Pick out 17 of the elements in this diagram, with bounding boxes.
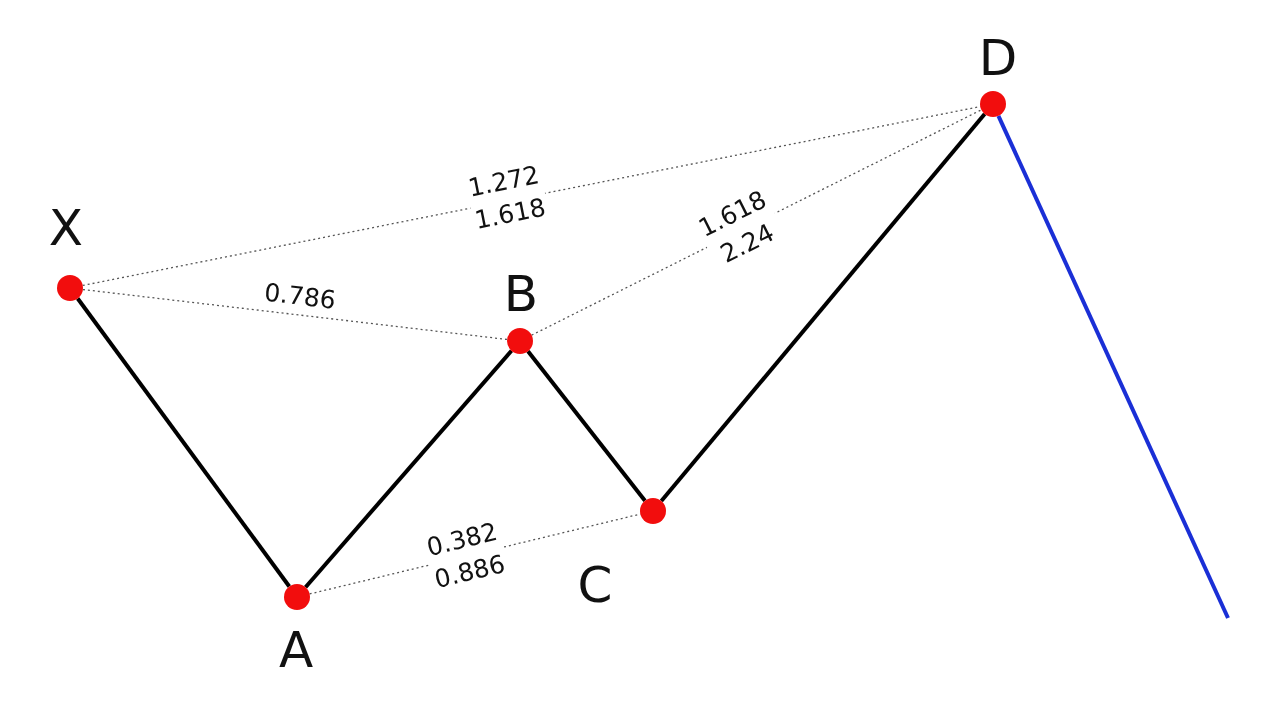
price-line <box>304 349 513 589</box>
pivot-point <box>507 328 533 354</box>
point-label: A <box>278 625 314 675</box>
price-line <box>996 115 1230 619</box>
pivot-point <box>284 584 310 610</box>
pivot-point <box>640 498 666 524</box>
pivot-point <box>980 91 1006 117</box>
pivot-point <box>57 275 83 301</box>
price-line <box>76 297 291 588</box>
ratio-label: 0.786 <box>262 276 338 317</box>
point-label: D <box>978 33 1018 83</box>
price-line <box>526 350 647 502</box>
point-label: B <box>503 269 539 319</box>
price-line <box>659 112 987 503</box>
point-label: X <box>48 203 84 253</box>
dotted-line <box>82 288 508 341</box>
point-label: C <box>577 560 613 610</box>
